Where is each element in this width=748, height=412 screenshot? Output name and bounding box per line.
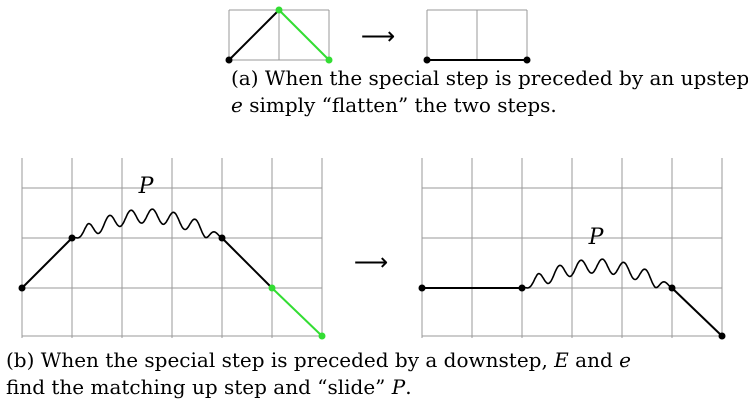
diagram-a-before-grid [228,9,330,61]
vertex [668,284,676,292]
vertex-special [275,6,283,14]
vertex-special [268,284,276,292]
wavy-path-p [71,208,223,239]
vertex [523,56,531,64]
upstep [21,237,73,289]
caption-b-line-1: (b) When the special step is preceded by… [6,347,746,374]
downstep [671,287,723,337]
caption-a-text-2: simply “flatten” the two steps. [249,93,557,117]
path-label-p: P [588,225,605,250]
special-step [271,287,323,337]
caption-b-and: and [575,348,613,372]
arrow-a: ⟶ [361,22,395,50]
caption-b-text-2: find the matching up step and “slide” [6,375,386,399]
caption-b-line-2: find the matching up step and “slide” P. [6,374,746,401]
caption-a-line-2: e simply “flatten” the two steps. [231,92,731,119]
caption-a-text: When the special step is preceded by an … [264,66,748,90]
diagram-b-before: P [18,158,326,340]
diagram-b-before-grid [21,158,323,338]
caption-a-line-1: (a) When the special step is preceded by… [231,65,748,92]
caption-b-period: . [405,375,412,399]
arrow-b: ⟶ [354,248,388,276]
vertex [68,234,76,242]
vertex [218,234,226,242]
diagram-a-after [423,9,531,64]
vertex-special [325,56,333,64]
vertex [18,284,26,292]
caption-b-text: When the special step is preceded by a d… [40,348,548,372]
vertex [718,332,726,340]
special-step [278,9,330,61]
caption-b-var-p: P [391,375,406,399]
upstep [228,9,280,61]
wavy-path-p [521,258,673,289]
diagram-b-after: P [418,158,726,340]
caption-a-marker: (a) [231,66,259,90]
path-label-p: P [138,174,155,199]
caption-b-var-e-lower: e [619,348,631,372]
vertex [518,284,526,292]
caption-b-var-e-upper: E [554,348,569,372]
caption-a: (a) When the special step is preceded by… [231,65,748,119]
vertex [225,56,233,64]
caption-b: (b) When the special step is preceded by… [6,347,746,401]
diagram-a-before [225,6,333,64]
caption-a-var-e-lower: e [231,93,243,117]
vertex [423,56,431,64]
vertex [418,284,426,292]
caption-b-marker: (b) [6,348,35,372]
downstep [221,237,273,289]
diagram-b-after-grid [421,158,723,338]
vertex-special [318,332,326,340]
diagram-a-after-grid [426,9,528,61]
